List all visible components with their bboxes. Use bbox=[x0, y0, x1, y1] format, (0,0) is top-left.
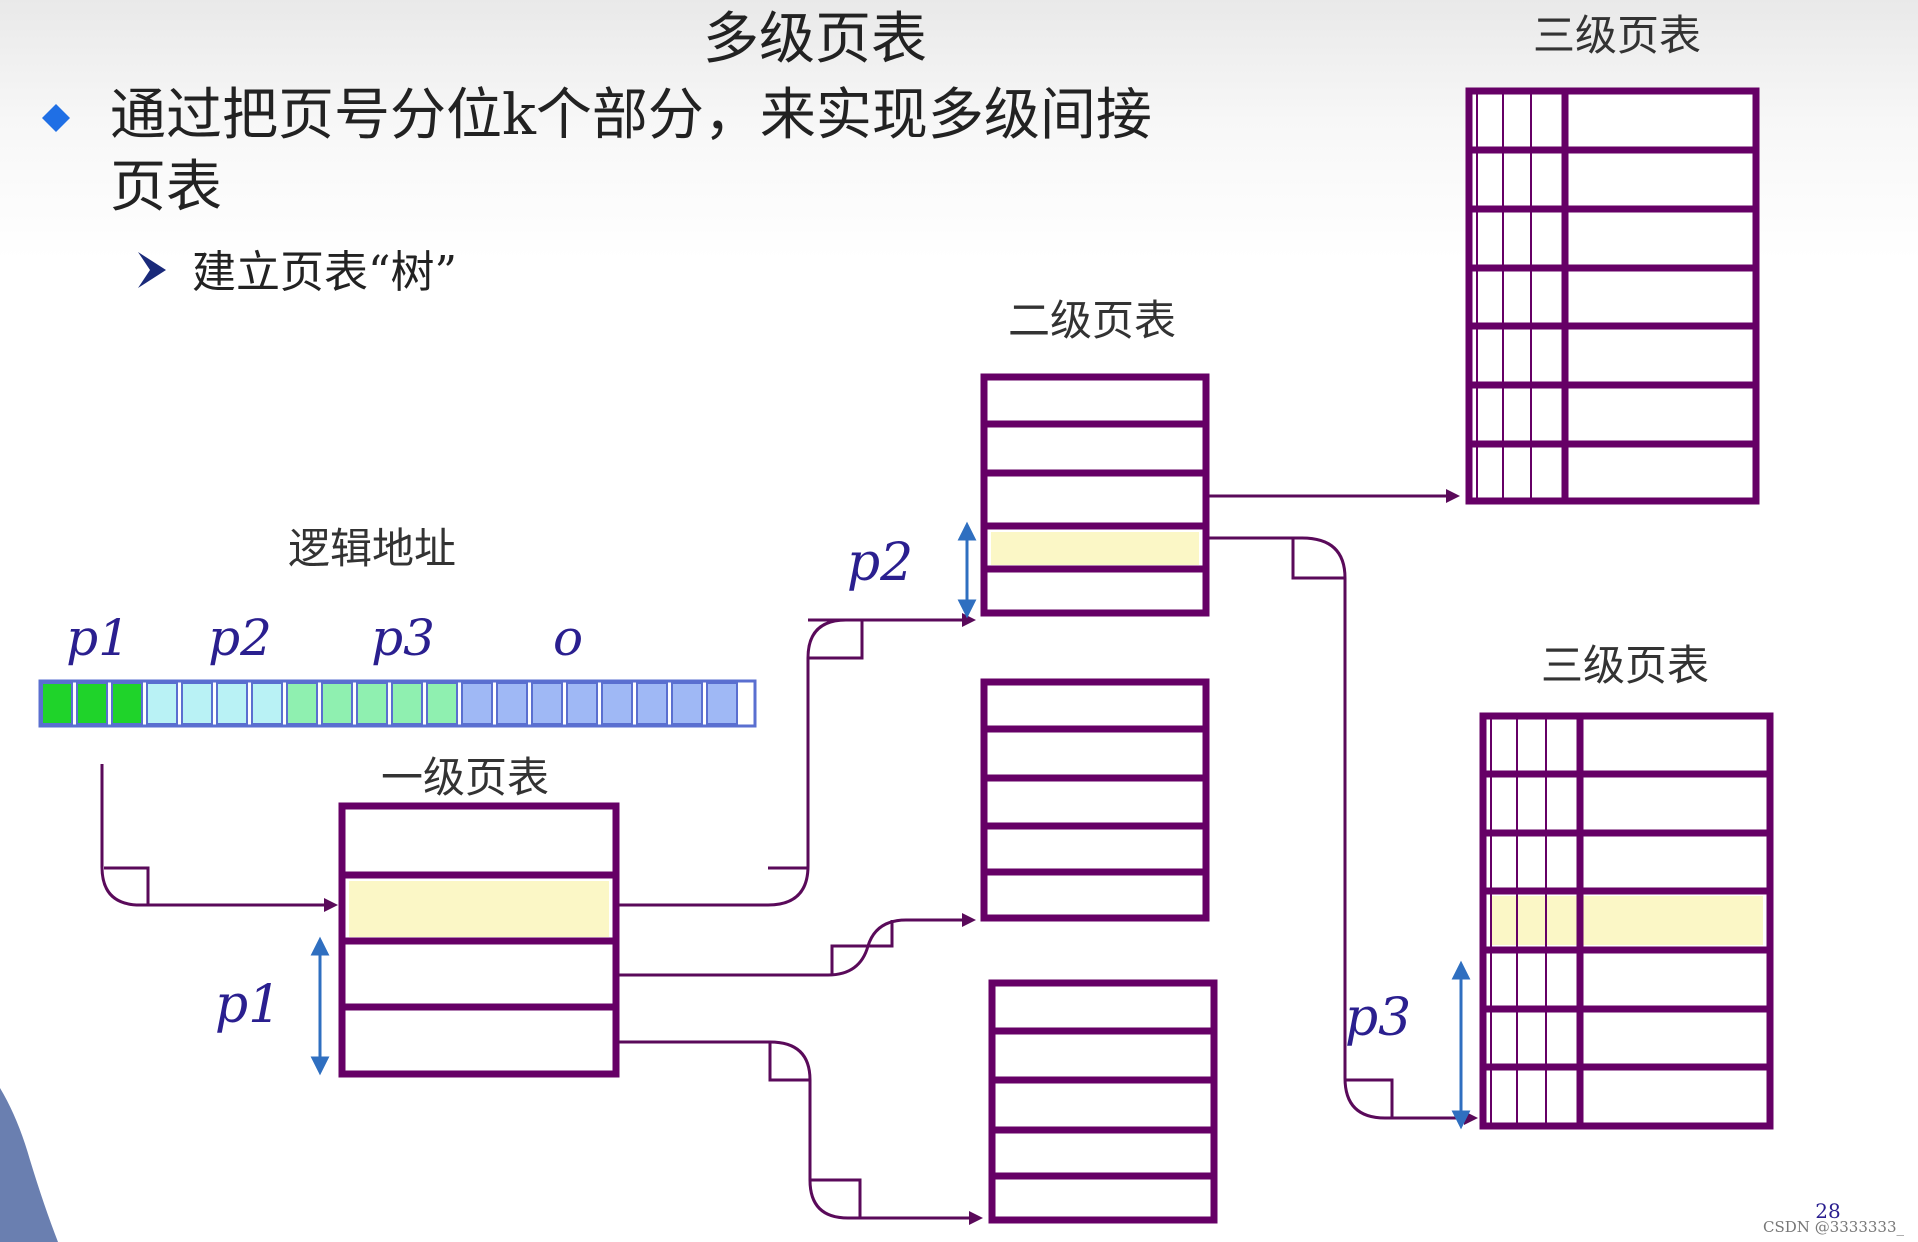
field-label-p3: p3 bbox=[371, 609, 435, 667]
address-bit-p2 bbox=[181, 682, 213, 725]
sub-bullet-text: 建立页表“树” bbox=[192, 247, 457, 298]
arrow-curl bbox=[768, 1042, 862, 1218]
arrow-level1-to-level2b bbox=[618, 918, 968, 977]
arrow-level2a-to-level3-bottom bbox=[1209, 536, 1470, 1120]
address-bit-o bbox=[671, 682, 703, 725]
address-bit-p3 bbox=[286, 682, 318, 725]
arrowhead-icon bbox=[1446, 489, 1460, 503]
arrow-bullet-icon bbox=[138, 252, 166, 288]
logical-address-bits bbox=[38, 679, 757, 728]
arrowhead-down-icon bbox=[957, 599, 977, 619]
address-bit-o bbox=[566, 682, 598, 725]
level3-table-bottom-label: 三级页表 bbox=[1541, 641, 1709, 690]
page-number: 28 bbox=[1815, 1199, 1840, 1223]
arrow-curl bbox=[1291, 538, 1394, 1118]
logical-address-label: 逻辑地址 bbox=[288, 524, 456, 573]
address-bit-p3 bbox=[356, 682, 388, 725]
address-bit-p3 bbox=[426, 682, 458, 725]
address-bit-p2 bbox=[251, 682, 283, 725]
address-bit-o bbox=[531, 682, 563, 725]
diamond-bullet-icon bbox=[42, 104, 70, 132]
table-entry-highlighted bbox=[349, 881, 609, 937]
offset-label-p2: p2 bbox=[847, 533, 913, 593]
arrowheads bbox=[324, 489, 1478, 1225]
arrow-curl bbox=[104, 866, 150, 905]
arrowhead-icon bbox=[962, 913, 976, 927]
arrow-curl bbox=[830, 920, 894, 975]
level1-table-label: 一级页表 bbox=[381, 753, 549, 802]
arrow-level1-to-level2c bbox=[618, 1040, 975, 1220]
watermark: CSDN @3333333_ bbox=[1763, 1218, 1904, 1236]
arrowhead-icon bbox=[969, 1211, 983, 1225]
bullet-text: 通过把页号分位k个部分，来实现多级间接 bbox=[110, 83, 1152, 148]
address-bit-p2 bbox=[146, 682, 178, 725]
level2-page-table-b bbox=[980, 678, 1210, 922]
table-entry-highlighted bbox=[991, 532, 1199, 565]
field-label-p2: p2 bbox=[208, 609, 272, 667]
level1-page-table bbox=[338, 802, 620, 1078]
arrowhead-up-icon bbox=[310, 936, 330, 956]
address-bit-o bbox=[496, 682, 528, 725]
address-bit-p2 bbox=[216, 682, 248, 725]
presenter-image bbox=[0, 1088, 58, 1242]
level3-page-table-bottom bbox=[1479, 712, 1774, 1130]
address-bit-p1 bbox=[111, 682, 143, 725]
table-frame bbox=[980, 373, 1210, 617]
arrowhead-up-icon bbox=[1451, 960, 1471, 980]
field-label-p1: p1 bbox=[66, 609, 130, 667]
offset-arrows bbox=[310, 521, 1471, 1130]
level3-table-top-label: 三级页表 bbox=[1533, 11, 1701, 60]
address-frame bbox=[38, 679, 757, 728]
address-bit-p3 bbox=[321, 682, 353, 725]
arrowhead-icon bbox=[962, 613, 976, 627]
arrowhead-down-icon bbox=[310, 1056, 330, 1076]
address-bit-p1 bbox=[41, 682, 73, 725]
arrowhead-up-icon bbox=[957, 521, 977, 541]
arrow-p1-to-level1 bbox=[100, 764, 328, 907]
address-bit-o bbox=[601, 682, 633, 725]
address-bit-o bbox=[706, 682, 738, 725]
level3-page-table-top bbox=[1465, 87, 1760, 505]
pointer-arrows bbox=[100, 494, 1470, 1220]
bullet-text-continued: 页表 bbox=[110, 155, 222, 220]
offset-label-p1: p1 bbox=[215, 975, 281, 1035]
slide-title: 多级页表 bbox=[703, 7, 927, 72]
arrowhead-down-icon bbox=[1451, 1110, 1471, 1130]
table-entry-highlighted bbox=[1490, 896, 1763, 945]
arrow-curl bbox=[768, 618, 864, 870]
level2-page-table-c bbox=[988, 979, 1218, 1224]
field-label-o: o bbox=[553, 609, 583, 667]
arrowhead-icon bbox=[324, 898, 338, 912]
table-frame bbox=[1465, 87, 1760, 505]
address-bit-o bbox=[636, 682, 668, 725]
address-bit-p1 bbox=[76, 682, 108, 725]
address-bit-p3 bbox=[391, 682, 423, 725]
offset-label-p3: p3 bbox=[1345, 988, 1411, 1048]
arrow-level1-to-level2a bbox=[618, 618, 968, 907]
address-bit-o bbox=[461, 682, 493, 725]
table-frame bbox=[988, 979, 1218, 1224]
level2-table-label: 二级页表 bbox=[1008, 296, 1176, 345]
level2-page-table-a bbox=[980, 373, 1210, 617]
table-frame bbox=[980, 678, 1210, 922]
